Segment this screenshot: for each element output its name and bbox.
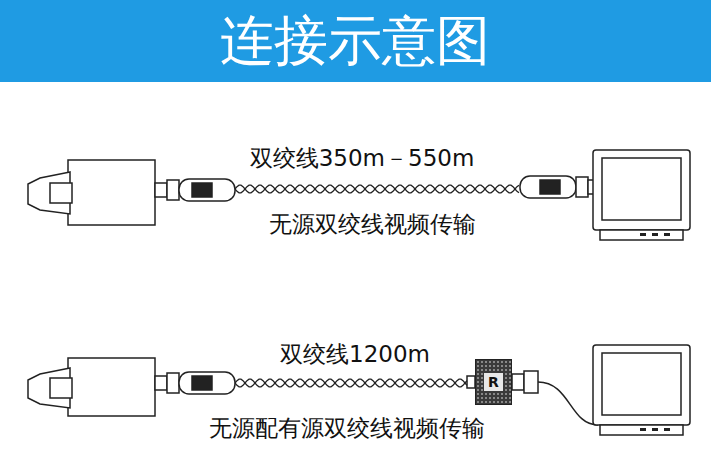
monitor-base [600, 425, 683, 435]
monitor-button [664, 428, 670, 431]
monitor-base [600, 230, 683, 240]
cable-label: 双绞线350m－550m [250, 143, 475, 174]
monitor-screen [602, 353, 681, 415]
monitor-button [664, 233, 670, 236]
monitor [593, 150, 690, 230]
bnc-connector [167, 373, 179, 393]
cable-label: 无源双绞线视频传输 [269, 209, 476, 240]
monitor-button [652, 428, 658, 431]
bnc-connector [155, 183, 167, 197]
camera-body [68, 160, 155, 225]
twisted-pair [235, 379, 467, 387]
bnc-connector [524, 371, 538, 393]
video-cable [538, 382, 598, 425]
monitor-button [640, 428, 646, 431]
bnc-connector [512, 374, 524, 390]
cable-label: 无源配有源双绞线视频传输 [209, 413, 485, 444]
camera-lens [50, 378, 72, 398]
monitor [593, 345, 690, 425]
balun-band [192, 183, 212, 197]
monitor-screen [602, 158, 681, 220]
balun-band [540, 180, 560, 194]
bnc-connector [155, 376, 167, 390]
balun-band [192, 376, 212, 390]
camera-lens [50, 183, 72, 203]
twisted-pair [235, 379, 467, 387]
title: 连接示意图 [220, 5, 490, 78]
balun [179, 372, 235, 394]
bnc-connector [167, 180, 179, 200]
bnc-connector [576, 177, 588, 197]
cable-label: 双绞线1200m [280, 339, 430, 370]
twisted-pair [235, 185, 519, 193]
active-receiver: R [475, 359, 512, 405]
receiver-letter: R [484, 373, 503, 391]
monitor-button [652, 233, 658, 236]
terminal [467, 376, 475, 388]
camera-body [68, 358, 155, 416]
monitor-button [640, 233, 646, 236]
twisted-pair [235, 185, 519, 193]
balun [179, 179, 235, 201]
balun [520, 176, 576, 198]
